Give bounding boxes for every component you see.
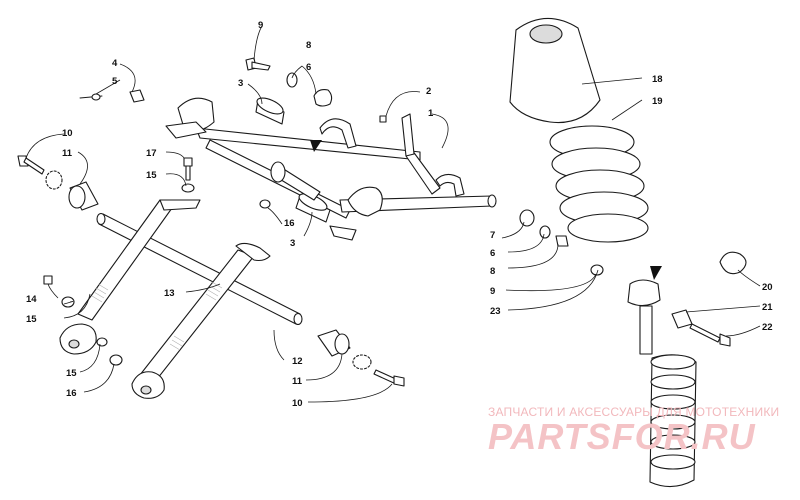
callout-23: 23 [490,306,501,317]
washer-small [129,89,145,103]
nut-23 [590,264,604,276]
spacer-21 [671,309,693,329]
bushing-right [317,329,351,357]
bushing-upper [255,97,285,125]
orientation-arrow-right [650,266,662,280]
lower-arm-left [59,199,201,355]
upper-a-arm [195,113,497,241]
grease-fitting [379,115,387,123]
callout-15-lower: 15 [66,368,77,379]
spring-19 [549,125,649,243]
bolt-left [17,155,45,175]
cotter-pin [79,93,103,101]
left-pivot-bracket [165,97,215,139]
spacer-dashed-right [352,354,372,370]
callout-labels: 1 2 3 3 4 5 6 6 7 8 8 9 9 10 10 11 11 12… [26,20,773,409]
bolt-22 [689,323,731,347]
leader-lines [25,25,761,403]
nut-16-lower [109,354,123,366]
bump-stop-18 [509,17,601,124]
bushing-left [68,181,99,211]
clip-20 [719,251,747,275]
bolt-right [373,369,405,387]
lower-arm-right [131,242,271,399]
bushing-cap-upper [313,89,333,107]
callout-17: 17 [146,148,157,159]
callout-11-right: 11 [292,376,303,387]
callout-14: 14 [26,294,37,305]
callout-6-right: 6 [490,248,495,259]
callout-19: 19 [652,96,663,107]
callout-10-left: 10 [62,128,73,139]
bushing-cap-right [519,209,535,227]
callout-22: 22 [762,322,773,333]
callout-8-upper: 8 [306,40,311,51]
callout-16-upper: 16 [284,218,295,229]
callout-15-left: 15 [26,314,37,325]
bushing-lower [295,193,331,223]
callout-3-upper: 3 [238,78,243,89]
callout-9-right: 9 [490,286,495,297]
callout-2: 2 [426,86,431,97]
watermark-logo: PARTSFOR.RU [488,416,756,457]
callout-6-upper: 6 [306,62,311,73]
callout-1: 1 [428,108,434,119]
shock-body [627,279,697,488]
nut-small-upper [259,199,271,209]
callout-7: 7 [490,230,495,241]
callout-10-right: 10 [292,398,303,409]
washer-15-left [61,296,75,308]
callout-11-left: 11 [62,148,73,159]
callout-5: 5 [112,76,118,87]
spacer-dashed-left [45,170,63,190]
callout-20: 20 [762,282,773,293]
callout-18: 18 [652,74,663,85]
callout-21: 21 [762,302,773,313]
pivot-shaft-center [270,161,321,201]
washer-upper [286,72,298,88]
callout-3-lower: 3 [290,238,295,249]
washer-right [539,225,551,239]
washer-15-lower [96,337,108,347]
callout-13: 13 [164,288,175,299]
callout-8-right: 8 [490,266,495,277]
callout-16-lower: 16 [66,388,77,399]
bolt-right-arm [555,235,569,247]
callout-9-upper: 9 [258,20,263,31]
bolt-vertical [181,157,195,193]
bolt-upper-left [245,57,271,71]
callout-12: 12 [292,356,303,367]
nut-14 [43,275,53,285]
callout-15-upper: 15 [146,170,157,181]
orientation-arrow-left [310,140,322,152]
callout-4: 4 [112,58,118,69]
watermark-tagline: ЗАПЧАСТИ И АКСЕССУАРЫ ДЛЯ МОТОТЕХНИКИ [488,405,780,419]
